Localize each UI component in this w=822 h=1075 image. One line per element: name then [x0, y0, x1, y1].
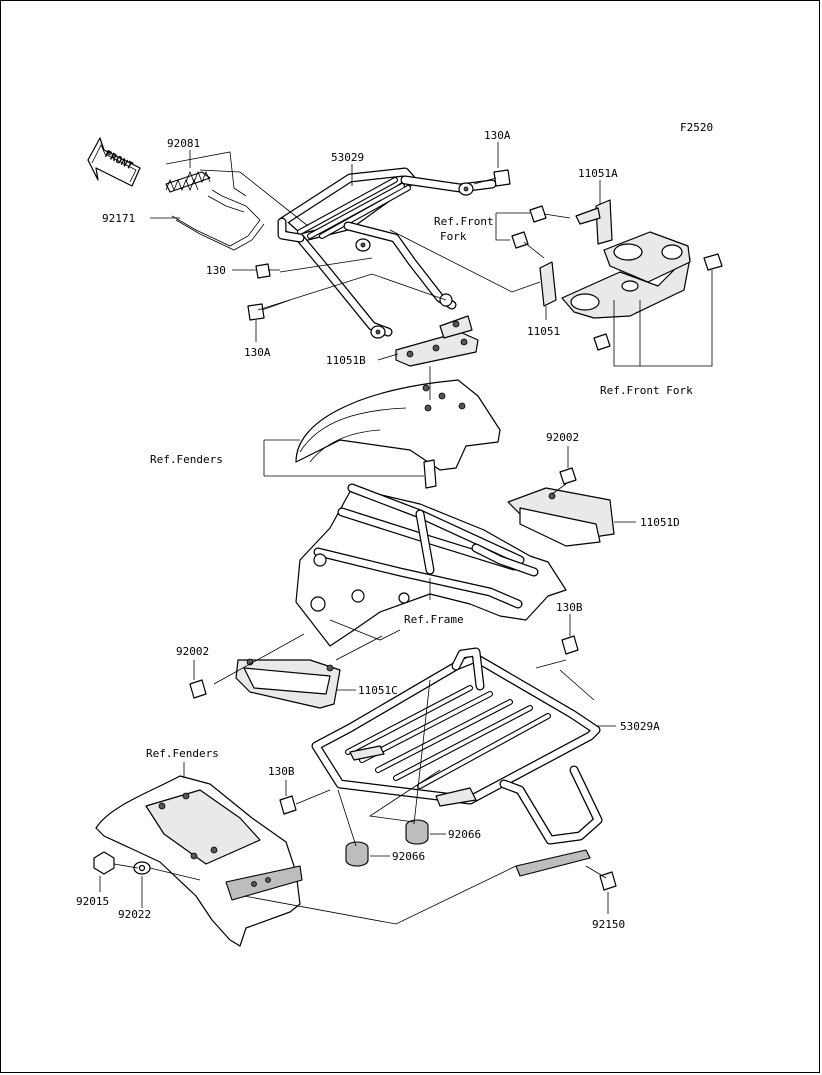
label-ref-front-fork-bottom: Ref.Front Fork: [600, 384, 693, 397]
bracket-11051a: [575, 199, 613, 245]
label-130a-top: 130A: [484, 129, 511, 142]
label-130: 130: [206, 264, 226, 277]
label-92150: 92150: [592, 918, 625, 931]
rear-carrier-53029a: [311, 647, 603, 877]
bracket-11051b: [395, 315, 479, 367]
label-130b-left: 130B: [268, 765, 295, 778]
rubber-92066-a: [405, 819, 429, 845]
diagram-code: F2520: [680, 121, 713, 134]
label-ref-fenders-front: Ref.Fenders: [150, 453, 223, 466]
label-ref-front-fork-2: Fork: [440, 230, 467, 243]
spring-92081: [165, 170, 211, 193]
front-fork-ref: [561, 231, 723, 351]
bolt-130b-left: [279, 795, 297, 815]
label-92066-b: 92066: [392, 850, 425, 863]
label-92002-left: 92002: [176, 645, 209, 658]
label-53029a: 53029A: [620, 720, 660, 733]
frame-ref: [295, 483, 567, 647]
label-ref-front-fork-1: Ref.Front: [434, 215, 494, 228]
front-arrow-icon: FRONT: [87, 137, 141, 187]
label-92022: 92022: [118, 908, 151, 921]
label-92015: 92015: [76, 895, 109, 908]
label-92002-right: 92002: [546, 431, 579, 444]
label-11051: 11051: [527, 325, 560, 338]
label-ref-frame: Ref.Frame: [404, 613, 464, 626]
part-labels: 92081 53029 130A 92171 11051A Ref.Front …: [76, 129, 693, 931]
label-92066-a: 92066: [448, 828, 481, 841]
label-92171: 92171: [102, 212, 135, 225]
bolt-front-fork-1: [529, 205, 571, 223]
bolt-130b-right: [561, 635, 579, 655]
bracket-11051c: [189, 658, 341, 709]
bolt-front-fork-2: [511, 231, 545, 259]
bracket-11051d: [507, 467, 615, 547]
label-53029: 53029: [331, 151, 364, 164]
rubber-92066-b: [345, 841, 369, 867]
label-11051c: 11051C: [358, 684, 398, 697]
label-130a-left: 130A: [244, 346, 271, 359]
rear-fender-ref: [95, 775, 303, 947]
label-92081: 92081: [167, 137, 200, 150]
label-11051a: 11051A: [578, 167, 618, 180]
nut-92015: [93, 851, 115, 875]
leader-lines: [99, 142, 713, 925]
bolt-130a-top: [473, 169, 511, 187]
label-130b-right: 130B: [556, 601, 583, 614]
bracket-11051: [539, 261, 557, 307]
hook-92171: [171, 189, 265, 251]
bolt-130a-left: [247, 299, 291, 321]
front-fender-ref: [295, 379, 501, 489]
label-ref-fenders-rear: Ref.Fenders: [146, 747, 219, 760]
bolt-92150: [599, 871, 617, 891]
label-11051b: 11051B: [326, 354, 366, 367]
bolt-130: [255, 263, 280, 279]
label-11051d: 11051D: [640, 516, 680, 529]
front-carrier-53029: [277, 167, 497, 339]
